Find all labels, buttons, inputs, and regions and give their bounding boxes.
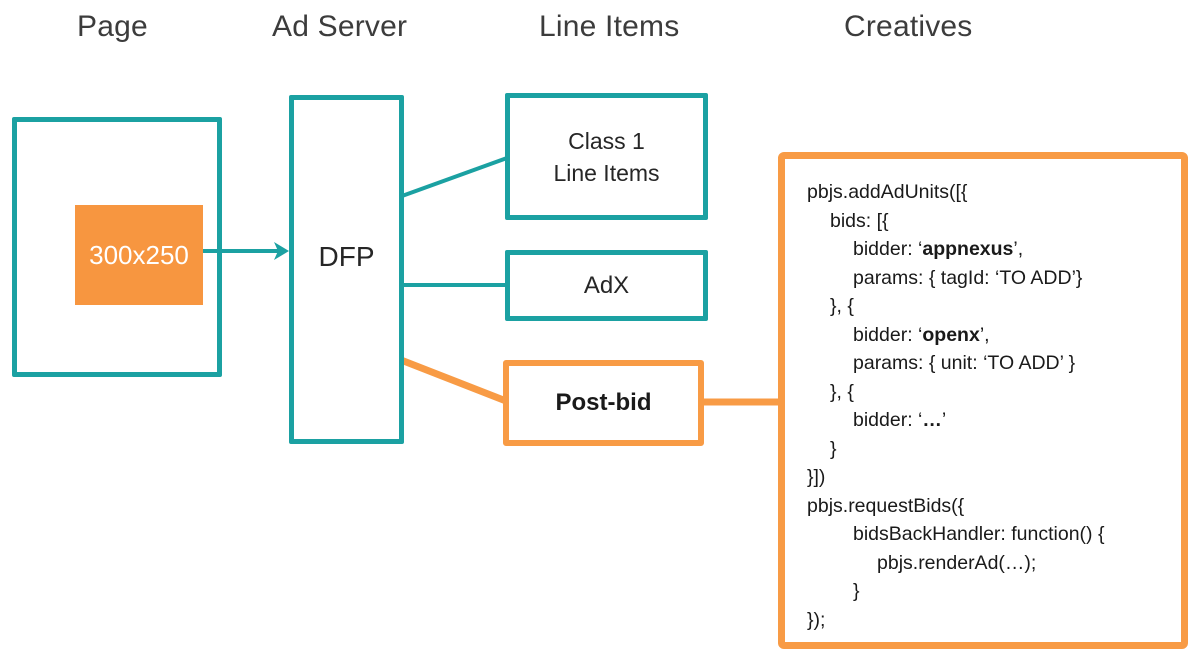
column-header-creatives: Creatives bbox=[844, 10, 973, 43]
class1-label-line1: Class 1 bbox=[568, 127, 645, 154]
code-block: pbjs.addAdUnits([{ bids: [{ bidder: ‘appne… bbox=[785, 178, 1181, 634]
connector-dfp-class1 bbox=[401, 156, 508, 198]
code-line: } bbox=[830, 437, 837, 460]
postbid-box: Post-bid bbox=[503, 360, 704, 446]
code-line: params: { unit: ‘TO ADD’ } bbox=[853, 352, 1076, 374]
code-line: }, { bbox=[830, 380, 854, 403]
code-line: }, { bbox=[830, 295, 854, 317]
code-line: params: { tagId: ‘TO ADD’} bbox=[853, 266, 1083, 289]
postbid-label: Post-bid bbox=[555, 389, 652, 416]
adx-label: AdX bbox=[583, 271, 630, 299]
column-header-ad-server: Ad Server bbox=[272, 10, 408, 43]
column-header-line-items: Line Items bbox=[539, 10, 680, 43]
dfp-box: DFP bbox=[289, 95, 404, 444]
adx-box: AdX bbox=[505, 250, 708, 321]
page-box: 300x250 bbox=[12, 117, 222, 377]
class1-line-items-box: Class 1 Line Items bbox=[505, 93, 708, 220]
dfp-label: DFP bbox=[318, 240, 375, 272]
code-line: bids: [{ bbox=[830, 209, 889, 232]
ad-slot-300x250: 300x250 bbox=[75, 205, 203, 305]
code-line: } bbox=[853, 580, 860, 602]
class1-label-line2: Line Items bbox=[553, 159, 660, 186]
code-line: pbjs.addAdUnits([{ bbox=[807, 181, 968, 203]
code-line: }]) bbox=[807, 466, 826, 488]
connector-dfp-postbid bbox=[399, 356, 508, 405]
arrowhead-icon bbox=[274, 242, 289, 260]
code-line: bidder: ‘…’ bbox=[853, 409, 947, 431]
code-line: }); bbox=[807, 608, 826, 631]
column-header-page: Page bbox=[77, 10, 148, 43]
code-line: bidder: ‘appnexus’, bbox=[853, 238, 1024, 260]
creatives-code-box: pbjs.addAdUnits([{ bids: [{ bidder: ‘appne… bbox=[778, 152, 1188, 649]
code-line: pbjs.renderAd(…); bbox=[877, 551, 1037, 574]
code-line: pbjs.requestBids({ bbox=[807, 494, 965, 517]
ad-slot-label: 300x250 bbox=[89, 239, 189, 270]
code-line: bidsBackHandler: function() { bbox=[853, 523, 1105, 545]
code-line: bidder: ‘openx’, bbox=[853, 323, 990, 346]
